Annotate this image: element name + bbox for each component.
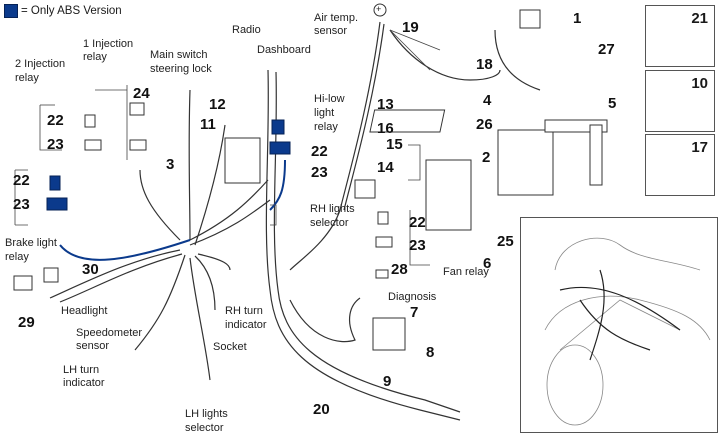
positive-terminal-icon: [373, 3, 387, 17]
battery-cable: [289, 21, 381, 271]
label-diagnosis: Diagnosis: [388, 291, 437, 303]
label-hilow-3: relay: [314, 121, 338, 133]
part-number: 18: [476, 56, 493, 73]
label-dashboard: Dashboard: [257, 44, 311, 56]
detail-box-17: 17: [645, 134, 715, 196]
part-number: 23: [13, 196, 30, 213]
label-brake-1: Brake light: [5, 237, 57, 249]
part-number: 22: [13, 172, 30, 189]
label-lh-lights-2: selector: [185, 422, 224, 434]
abs-relay-23-hilow: [269, 141, 291, 155]
part-number: 19: [402, 19, 419, 36]
part-number: 27: [598, 41, 615, 58]
part-number: 13: [377, 96, 394, 113]
legend: = Only ABS Version: [4, 4, 122, 18]
label-lh-turn-1: LH turn: [63, 364, 100, 376]
label-inj1-1: 1 Injection: [83, 38, 134, 50]
part-number: 20: [313, 401, 330, 418]
relay-24: [129, 102, 145, 116]
part-number: 15: [386, 136, 403, 153]
part-number: 8: [426, 344, 435, 361]
relay-22-inj2: [84, 114, 96, 128]
label-air-temp-2: sensor: [314, 25, 348, 37]
detail-box-21: 21: [645, 5, 715, 67]
label-main-switch-2: steering lock: [150, 63, 212, 75]
part-number: 24: [133, 85, 150, 102]
part-number: 9: [383, 373, 392, 390]
part-number: 29: [18, 314, 35, 331]
part-number: 23: [311, 164, 328, 181]
part-number: 2: [482, 149, 491, 166]
motorcycle-sketch: [544, 237, 711, 426]
label-inj1-2: relay: [83, 51, 107, 63]
part-number: 5: [608, 95, 617, 112]
harness-trunk: [265, 69, 461, 421]
label-air-temp-1: Air temp.: [314, 12, 359, 24]
part-number: 6: [483, 255, 492, 272]
abs-relay-23-brake: [46, 197, 68, 211]
part-number: 23: [47, 136, 64, 153]
component-29: [13, 275, 33, 291]
part-number: 12: [209, 96, 226, 113]
label-speedo-1: Speedometer: [76, 327, 143, 339]
label-inj2-2: relay: [15, 72, 39, 84]
relay-3: [129, 139, 147, 151]
abs-wire: [59, 239, 191, 261]
label-lh-turn-2: indicator: [63, 377, 105, 389]
part-number: 28: [391, 261, 408, 278]
relay-23-inj2: [84, 139, 102, 151]
part-number: 1: [573, 10, 582, 27]
battery-pad: [369, 109, 446, 133]
ecu: [372, 317, 406, 351]
hilow-relay-14: [354, 179, 376, 199]
abs-relay-22-hilow: [271, 119, 285, 135]
label-rh-lights-2: selector: [310, 217, 349, 229]
battery: [497, 129, 554, 196]
label-hilow-2: light: [314, 107, 335, 119]
relay-23-fan: [375, 236, 393, 248]
label-main-switch-1: Main switch: [150, 49, 208, 61]
part-number: 23: [409, 237, 426, 254]
label-speedo-2: sensor: [76, 340, 110, 352]
part-number: 7: [410, 304, 419, 321]
relay-30: [43, 267, 59, 283]
part-number: 30: [82, 261, 99, 278]
detail-box-10: 10: [645, 70, 715, 132]
part-number: 14: [377, 159, 394, 176]
label-rh-turn-1: RH turn: [225, 305, 263, 317]
part-number: 22: [409, 214, 426, 231]
battery-tray: [425, 159, 472, 231]
label-socket: Socket: [213, 341, 247, 353]
motorcycle-inset: [520, 217, 718, 433]
part-number: 25: [497, 233, 514, 250]
label-hilow-1: Hi-low: [314, 93, 345, 105]
label-rh-turn-2: indicator: [225, 319, 267, 331]
part-number: 22: [47, 112, 64, 129]
part-number: 16: [377, 120, 394, 137]
label-headlight: Headlight: [61, 305, 108, 317]
label-radio: Radio: [232, 24, 261, 36]
abs-relay-22-brake: [49, 175, 61, 191]
part-number: 26: [476, 116, 493, 133]
label-inj2-1: 2 Injection: [15, 58, 66, 70]
part-number: 22: [311, 143, 328, 160]
abs-wire-2: [269, 159, 286, 211]
label-rh-lights-1: RH lights: [310, 203, 355, 215]
part-number: 11: [200, 116, 216, 133]
abs-swatch: [4, 4, 18, 18]
left-branch: [189, 179, 269, 241]
voltage-regulator: [519, 9, 541, 29]
fuse-box: [224, 137, 261, 184]
label-lh-lights-1: LH lights: [185, 408, 228, 420]
legend-text: = Only ABS Version: [21, 5, 122, 17]
part-number: 3: [166, 156, 175, 173]
label-brake-2: relay: [5, 251, 29, 263]
label-positive: +: [376, 4, 382, 14]
part-number: 4: [483, 92, 492, 109]
relay-22-fan: [377, 211, 389, 225]
battery-cable-2: [343, 23, 385, 211]
component-28: [375, 269, 389, 279]
label-fan-relay: Fan relay: [443, 266, 489, 278]
